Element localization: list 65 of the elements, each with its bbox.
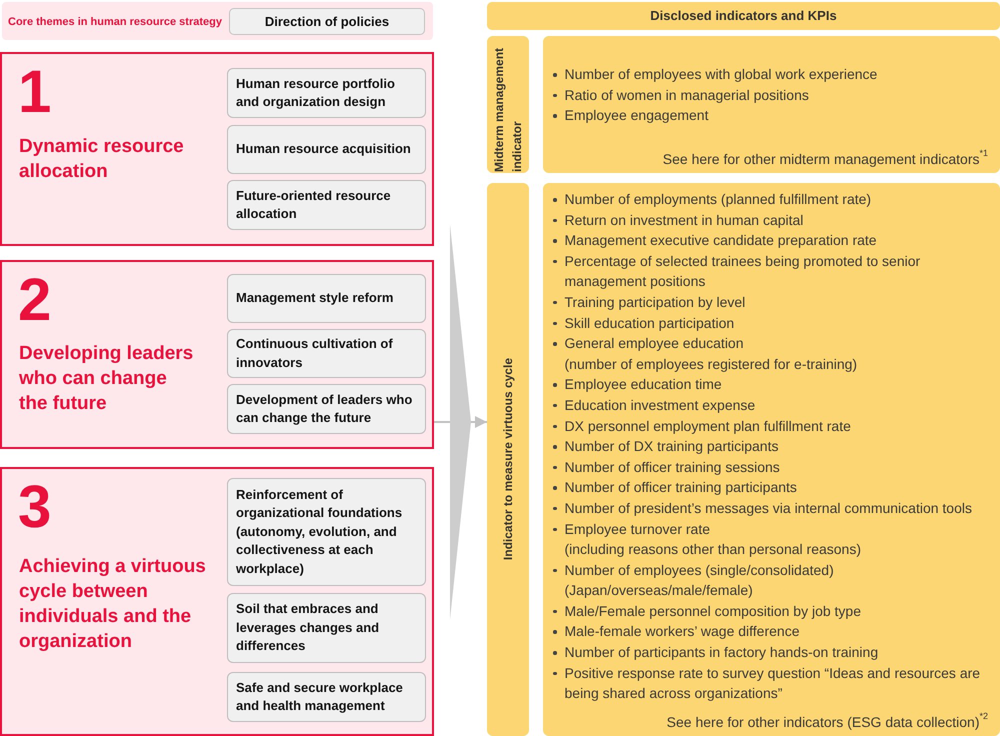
- indicator-text: Training participation by level: [564, 292, 746, 312]
- indicator-text: Number of president’s messages via internal communication tools: [564, 498, 972, 518]
- policy-box: [227, 593, 426, 663]
- policy-label: Human resource acquisition: [236, 140, 411, 158]
- theme-title: Developing leaders who can change the future: [19, 342, 194, 416]
- reference-note: See here for other indicators (ESG data collection)$^{*2}$: [666, 712, 988, 732]
- policy-box: [227, 125, 426, 174]
- header-bar: [487, 2, 1000, 30]
- side-label-bar: [487, 183, 529, 736]
- theme-number: 1: [18, 62, 52, 122]
- policy-label: Human resource portfolio and organization design: [236, 74, 396, 111]
- indicator-text: Number of DX training participants: [564, 437, 778, 456]
- indicator-text: Number of officer training sessions: [564, 458, 780, 477]
- policy-box: [227, 68, 426, 118]
- indicator-text: Male/Female personnel composition by job type: [564, 602, 861, 621]
- indicator-text: Male-female workers’ wage difference: [564, 622, 800, 642]
- indicator-text: Number of employees (single/consolidated) (Japan/overseas/male/female): [564, 560, 835, 600]
- column-heading: Direction of policies: [264, 14, 390, 30]
- policy-box: [227, 180, 426, 230]
- policy-label: Development of leaders who can change the future: [236, 390, 414, 427]
- indicator-text: General employee education (number of employees registered for e-training): [564, 334, 858, 374]
- indicator-text: Percentage of selected trainees being promoted to senior management positions: [564, 252, 922, 292]
- column-heading: Core themes in human resource strategy: [8, 15, 222, 29]
- policy-label: Future-oriented resource allocation: [236, 186, 392, 223]
- indicator-text: Employee education time: [564, 375, 722, 394]
- policy-label: Safe and secure workplace and health management: [236, 678, 404, 715]
- indicator-text: Education investment expense: [564, 396, 756, 415]
- theme-panel: [0, 260, 434, 449]
- chevron-arrow: [434, 225, 487, 619]
- indicator-text: Employee turnover rate (including reasons other than personal reasons): [564, 520, 862, 560]
- policy-box: [227, 672, 426, 722]
- indicator-text: Positive response rate to survey question “Ideas and resources are being shared across organizations”: [564, 664, 982, 704]
- indicator-text: DX personnel employment plan fulfillment rate: [564, 416, 851, 436]
- policy-label: Management style reform: [236, 289, 394, 308]
- indicator-text: Number of officer training participants: [564, 478, 797, 498]
- theme-number: 3: [18, 477, 52, 537]
- indicator-text: Ratio of women in managerial positions: [564, 86, 809, 105]
- theme-title: Achieving a virtuous cycle between individuals and the organization: [19, 555, 207, 654]
- policy-box: [227, 274, 426, 323]
- indicator-panel: [543, 183, 1000, 736]
- theme-panel: [0, 52, 434, 246]
- header-band: [2, 2, 433, 40]
- side-label-bar: [487, 36, 529, 173]
- indicator-text: Number of employments (planned fulfillment rate): [564, 190, 872, 209]
- reference-note: See here for other midterm management indicators$^{*1}$: [662, 149, 988, 169]
- theme-panel: [0, 467, 434, 736]
- theme-title: Dynamic resource allocation: [19, 135, 185, 184]
- heading-box: [229, 8, 425, 35]
- policy-box: [227, 478, 426, 586]
- indicator-panel: [543, 36, 1000, 173]
- policy-box: [227, 329, 426, 378]
- indicator-text: Return on investment in human capital: [564, 210, 804, 230]
- indicator-text: Employee engagement: [564, 106, 708, 126]
- vertical-label: Indicator to measure virtuous cycle: [500, 358, 516, 561]
- vertical-label: Midterm management indicator: [491, 46, 525, 172]
- indicator-text: Skill education participation: [564, 314, 734, 333]
- indicator-text: Number of employees with global work experience: [564, 65, 878, 84]
- policy-label: Soil that embraces and leverages changes and differences: [236, 600, 380, 656]
- policy-label: Reinforcement of organizational foundations (autonomy, evolution, and collectiveness at each workplace): [236, 486, 404, 578]
- policy-box: [227, 384, 426, 434]
- section-heading: Disclosed indicators and KPIs: [650, 8, 837, 24]
- indicator-text: Number of participants in factory hands-on training: [564, 643, 878, 662]
- indicator-text: Management executive candidate preparation rate: [564, 231, 877, 250]
- policy-label: Continuous cultivation of innovators: [236, 335, 394, 372]
- theme-number: 2: [18, 270, 52, 330]
